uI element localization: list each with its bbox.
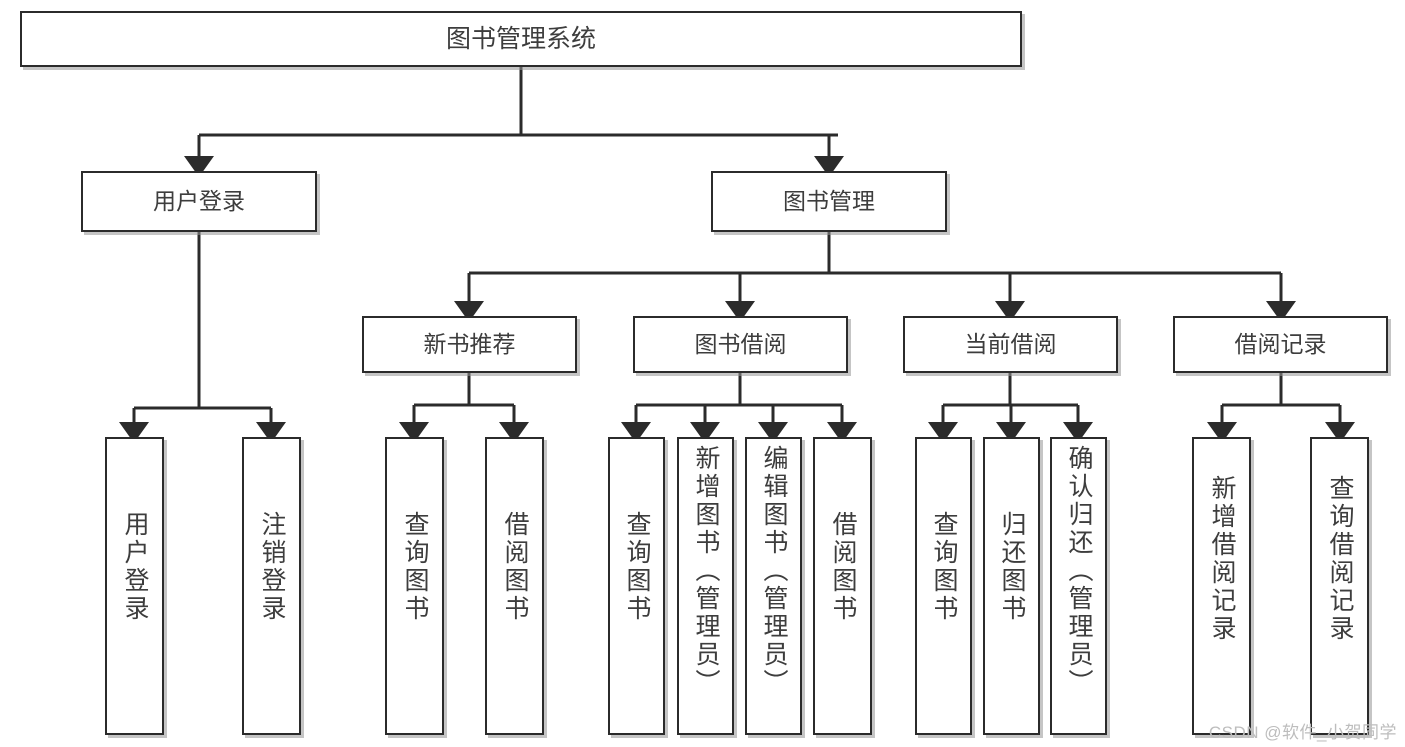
node-book-borrow[interactable]: 图书借阅 (633, 316, 848, 373)
leaf-user-login[interactable]: 用户登录 (105, 437, 164, 735)
node-label: 归还图书 (998, 511, 1026, 623)
node-borrow-record[interactable]: 借阅记录 (1173, 316, 1388, 373)
leaf-query-borrow-record[interactable]: 查询借阅记录 (1310, 437, 1369, 735)
node-label: 编辑图书（管理员） (760, 445, 788, 697)
node-label: 查询图书 (930, 511, 958, 623)
node-label: 借阅图书 (501, 511, 529, 623)
node-label: 注销登录 (258, 511, 286, 623)
node-book-management[interactable]: 图书管理 (711, 171, 947, 232)
watermark-text: CSDN @软件_小贺同学 (1208, 723, 1397, 742)
node-label: 查询图书 (401, 511, 429, 623)
node-label: 新增借阅记录 (1208, 475, 1236, 643)
node-user-login[interactable]: 用户登录 (81, 171, 317, 232)
leaf-logout[interactable]: 注销登录 (242, 437, 301, 735)
node-label: 图书管理 (783, 188, 875, 215)
node-root-system[interactable]: 图书管理系统 (20, 11, 1022, 67)
node-label: 用户登录 (121, 511, 149, 623)
node-label: 查询借阅记录 (1326, 475, 1354, 643)
node-label: 查询图书 (623, 511, 651, 623)
node-label: 新增图书（管理员） (692, 445, 720, 697)
node-label: 新书推荐 (423, 331, 516, 358)
leaf-edit-book-admin[interactable]: 编辑图书（管理员） (745, 437, 802, 735)
leaf-query-book-current[interactable]: 查询图书 (915, 437, 972, 735)
node-label: 用户登录 (153, 188, 245, 215)
node-label: 确认归还（管理员） (1065, 445, 1093, 697)
node-label: 借阅记录 (1234, 331, 1327, 358)
node-current-borrow[interactable]: 当前借阅 (903, 316, 1118, 373)
leaf-query-book-recommend[interactable]: 查询图书 (385, 437, 444, 735)
node-label: 图书借阅 (694, 331, 787, 358)
node-new-book-recommend[interactable]: 新书推荐 (362, 316, 577, 373)
leaf-add-book-admin[interactable]: 新增图书（管理员） (677, 437, 734, 735)
leaf-borrow-book-recommend[interactable]: 借阅图书 (485, 437, 544, 735)
leaf-confirm-return-admin[interactable]: 确认归还（管理员） (1050, 437, 1107, 735)
leaf-return-book[interactable]: 归还图书 (983, 437, 1040, 735)
leaf-query-book-borrow[interactable]: 查询图书 (608, 437, 665, 735)
node-label: 借阅图书 (829, 511, 857, 623)
node-label: 图书管理系统 (445, 24, 596, 53)
leaf-add-borrow-record[interactable]: 新增借阅记录 (1192, 437, 1251, 735)
node-label: 当前借阅 (964, 331, 1057, 358)
leaf-borrow-book[interactable]: 借阅图书 (813, 437, 872, 735)
